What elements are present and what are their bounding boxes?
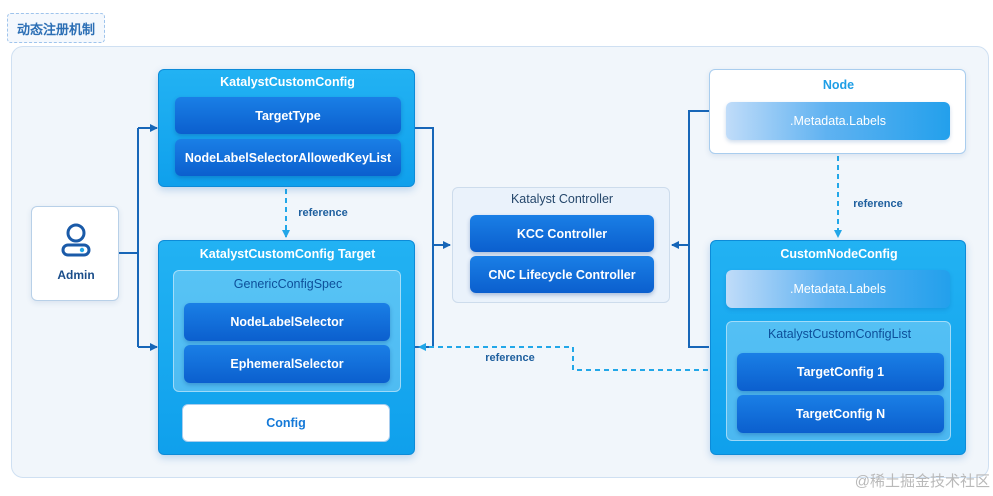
- kcc-box: KatalystCustomConfig TargetType NodeLabe…: [158, 69, 415, 187]
- katalyst-controller-box: Katalyst Controller KCC Controller CNC L…: [452, 187, 670, 303]
- kcc-list-title: KatalystCustomConfigList: [767, 327, 912, 341]
- reference-label-cnc-target: reference: [485, 352, 535, 364]
- watermark-text: @稀土掘金技术社区: [854, 473, 990, 490]
- node-title: Node: [822, 78, 855, 92]
- kcc-list-panel: KatalystCustomConfigList TargetConfig 1 …: [726, 321, 951, 441]
- diagram-title: 动态注册机制: [7, 13, 105, 43]
- reference-label-kcc-target: reference: [298, 207, 348, 219]
- kcc-item-allowed-keylist[interactable]: NodeLabelSelectorAllowedKeyList: [175, 139, 401, 176]
- admin-card[interactable]: Admin: [31, 206, 119, 301]
- cnc-metadata-labels-pill[interactable]: .Metadata.Labels: [726, 270, 950, 308]
- kcc-to-controller-line: [415, 127, 434, 348]
- kcc-title: KatalystCustomConfig: [220, 75, 355, 89]
- user-icon: [61, 223, 91, 257]
- katalyst-controller-title: Katalyst Controller: [510, 192, 614, 206]
- ephemeral-selector-pill[interactable]: EphemeralSelector: [184, 345, 390, 383]
- admin-connector: [119, 128, 139, 347]
- cnc-title: CustomNodeConfig: [780, 247, 898, 261]
- target-config-n-pill[interactable]: TargetConfig N: [737, 395, 944, 433]
- reference-cnc-target-line: [418, 343, 735, 371]
- node-cnc-line: [688, 110, 709, 348]
- config-card[interactable]: Config: [182, 404, 390, 442]
- kcc-controller-pill[interactable]: KCC Controller: [470, 215, 654, 252]
- cnc-lifecycle-controller-pill[interactable]: CNC Lifecycle Controller: [470, 256, 654, 293]
- kcc-item-target-type[interactable]: TargetType: [175, 97, 401, 134]
- generic-config-spec-title: GenericConfigSpec: [233, 277, 343, 291]
- admin-label: Admin: [57, 268, 95, 282]
- reference-label-node-cnc: reference: [853, 198, 903, 210]
- generic-config-spec-panel: GenericConfigSpec NodeLabelSelector Ephe…: [173, 270, 401, 392]
- node-box: Node .Metadata.Labels: [709, 69, 966, 154]
- kcc-target-title: KatalystCustomConfig Target: [199, 247, 376, 261]
- target-config-1-pill[interactable]: TargetConfig 1: [737, 353, 944, 391]
- cnc-box: CustomNodeConfig .Metadata.Labels Kataly…: [710, 240, 966, 455]
- node-metadata-labels-pill[interactable]: .Metadata.Labels: [726, 102, 950, 140]
- node-label-selector-pill[interactable]: NodeLabelSelector: [184, 303, 390, 341]
- kcc-target-box: KatalystCustomConfig Target GenericConfi…: [158, 240, 415, 455]
